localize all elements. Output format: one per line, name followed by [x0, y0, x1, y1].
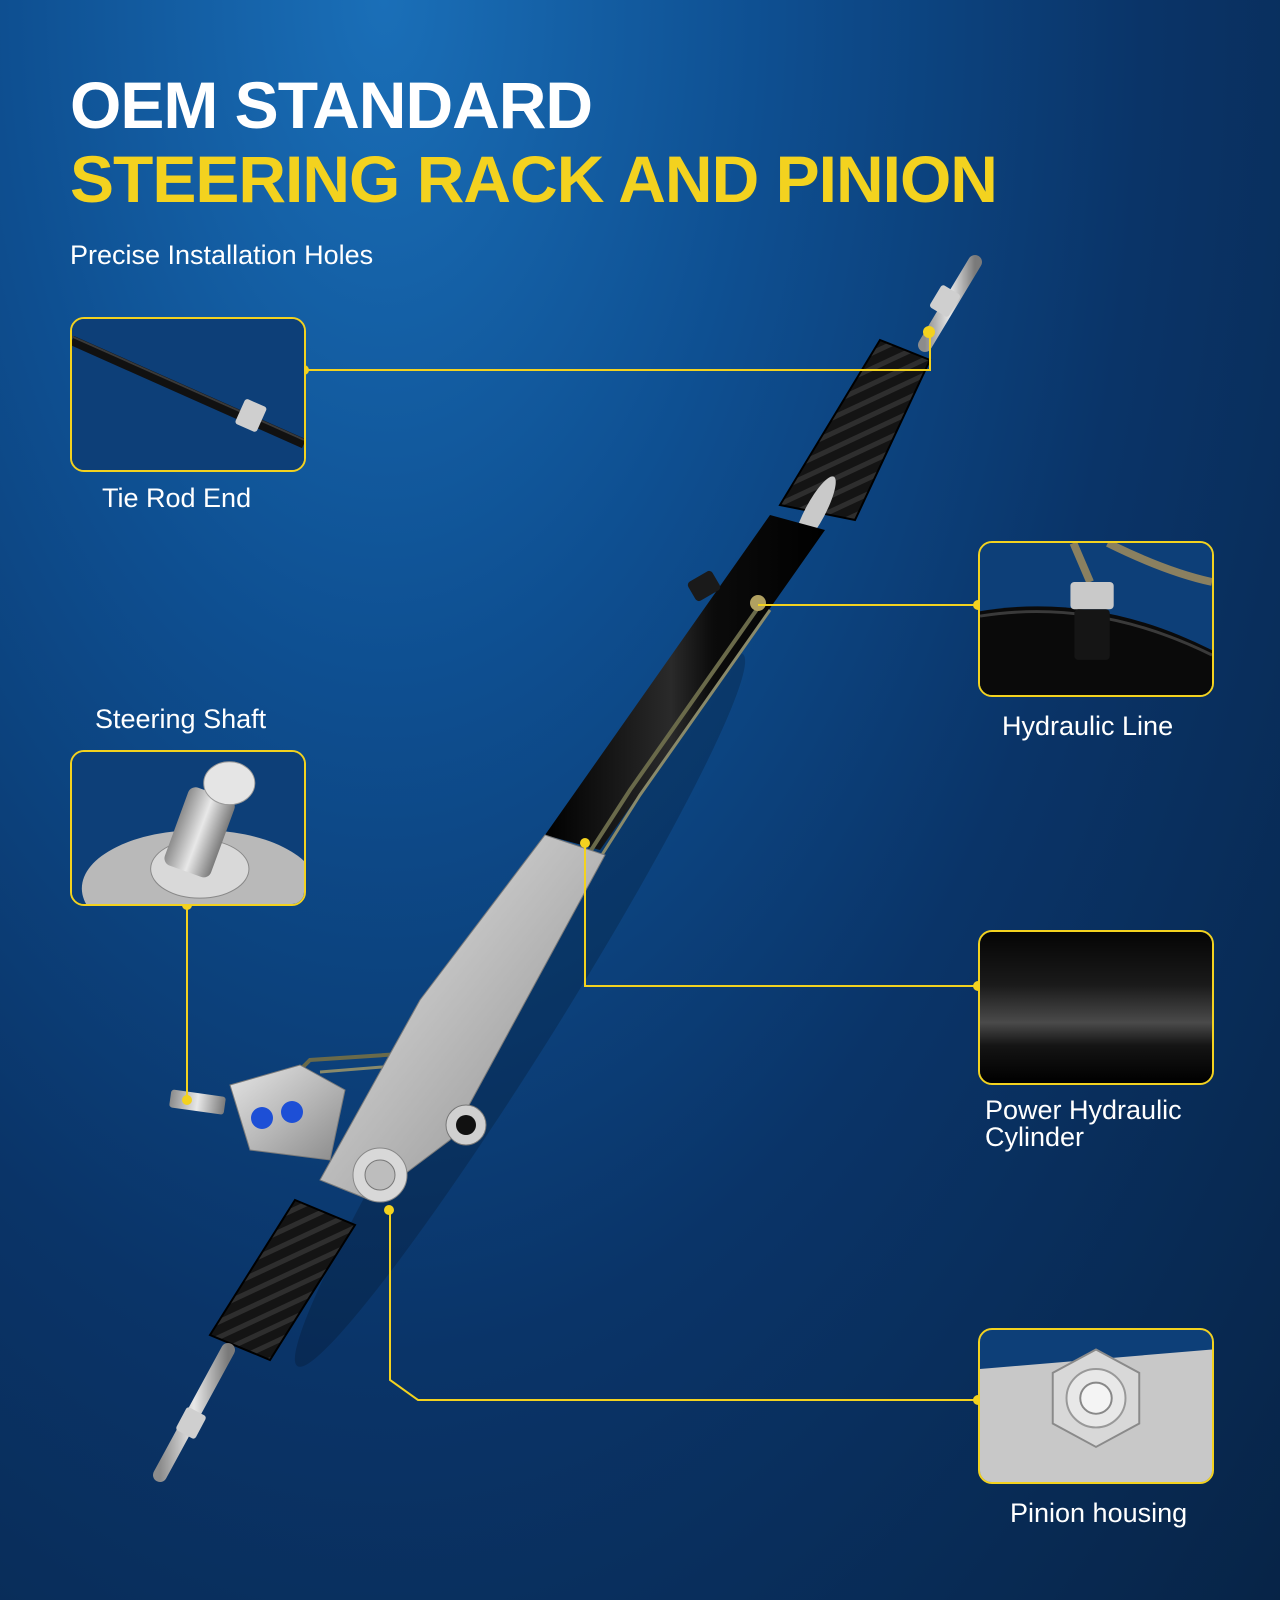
- subheadline: Precise Installation Holes: [70, 240, 374, 270]
- headline-product-name: STEERING RACK AND PINION: [70, 142, 998, 216]
- label-hydraulic-line: Hydraulic Line: [1002, 711, 1174, 741]
- inset-pinion-housing: [978, 1328, 1214, 1484]
- label-pinion-housing: Pinion housing: [1010, 1498, 1188, 1528]
- upper-bellows-boot: [778, 338, 932, 522]
- headline-oem-standard: OEM STANDARD: [70, 68, 593, 142]
- label-power-hydraulic-cylinder-line1: Power Hydraulic: [985, 1095, 1182, 1125]
- inset-hydraulic-line: [978, 541, 1214, 697]
- valve-body: [169, 1064, 346, 1161]
- inset-power-hydraulic-cylinder: [978, 930, 1214, 1085]
- label-power-hydraulic-cylinder: Power Hydraulic Cylinder: [985, 1097, 1182, 1151]
- leader-lines: [186, 334, 978, 1401]
- lower-bellows-boot: [208, 1198, 357, 1362]
- inset-steering-shaft: [70, 750, 306, 906]
- lower-tie-rod: [153, 1343, 235, 1482]
- leader-tie-rod-end: [304, 334, 931, 371]
- upper-tie-rod: [918, 255, 982, 352]
- label-power-hydraulic-cylinder-line2: Cylinder: [985, 1122, 1085, 1152]
- inset-tie-rod-end: [70, 317, 306, 472]
- leader-pinion-housing: [389, 1210, 978, 1401]
- label-tie-rod-end: Tie Rod End: [102, 483, 252, 513]
- leader-power-cylinder: [584, 843, 978, 987]
- label-steering-shaft: Steering Shaft: [95, 704, 267, 734]
- pinion-bolt: [352, 1147, 408, 1215]
